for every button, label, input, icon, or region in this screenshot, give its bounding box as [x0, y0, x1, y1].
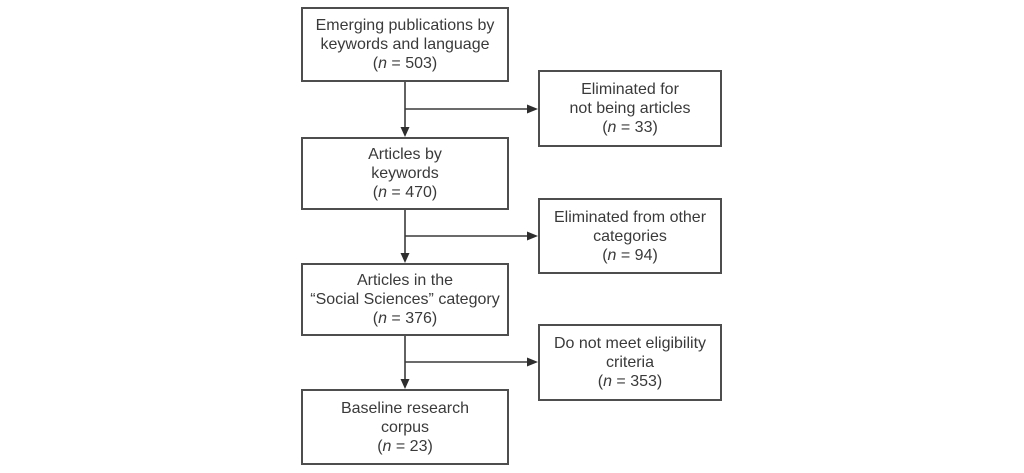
- box-text-line: Eliminated for: [581, 81, 679, 98]
- count-value: = 33): [616, 119, 658, 136]
- count-value: = 94): [616, 246, 658, 264]
- arrowhead-right-2: [527, 231, 538, 241]
- count-value: = 376): [386, 310, 438, 327]
- box-text-line: keywords and language: [320, 36, 490, 53]
- count-open-paren: (: [372, 310, 379, 327]
- arrowhead-right-3: [527, 357, 538, 367]
- box-text-line: keywords: [371, 165, 439, 182]
- box-text-line: Do not meet eligibility: [553, 335, 707, 352]
- flow-box-eliminated-other-categories: Eliminated from other categories (n = 94…: [538, 198, 722, 274]
- count-value: = 503): [386, 55, 438, 72]
- box-text-line: Eliminated from other: [553, 208, 707, 226]
- count-value: = 470): [386, 184, 438, 201]
- count-label: (n = 376): [373, 309, 438, 328]
- box-text-line: Baseline research: [340, 399, 470, 417]
- arrowhead-right-1: [527, 104, 538, 114]
- flow-box-baseline-corpus: Baseline research corpus (n = 23): [301, 389, 509, 465]
- count-n-italic: n: [607, 246, 617, 264]
- count-n-italic: n: [378, 184, 387, 201]
- flow-box-articles-by-keywords: Articles by keywords (n = 470): [301, 137, 509, 210]
- count-open-paren: (: [377, 437, 383, 455]
- arrowhead-down-2: [400, 253, 410, 263]
- count-label: (n = 23): [377, 437, 433, 456]
- count-n-italic: n: [607, 119, 617, 136]
- arrowhead-down-3: [400, 379, 410, 389]
- count-label: (n = 33): [602, 118, 658, 137]
- box-text-line: “Social Sciences” category: [310, 291, 500, 308]
- count-open-paren: (: [602, 246, 608, 264]
- count-label: (n = 94): [602, 246, 658, 265]
- count-label: (n = 503): [373, 54, 438, 73]
- flow-box-social-sciences-category: Articles in the “Social Sciences” catego…: [301, 263, 509, 336]
- flow-box-not-eligible: Do not meet eligibility criteria (n = 35…: [538, 324, 722, 401]
- box-text-line: categories: [593, 227, 667, 245]
- count-n-italic: n: [603, 373, 612, 390]
- arrowhead-down-1: [400, 127, 410, 137]
- count-open-paren: (: [602, 119, 608, 136]
- box-text-line: criteria: [605, 354, 654, 371]
- count-value: = 353): [611, 373, 663, 390]
- count-value: = 23): [391, 437, 433, 455]
- count-n-italic: n: [378, 310, 387, 327]
- box-text-line: Articles in the: [356, 272, 454, 289]
- count-open-paren: (: [597, 373, 604, 390]
- count-label: (n = 353): [598, 372, 663, 391]
- box-text-line: not being articles: [569, 100, 691, 117]
- flow-box-emerging-publications: Emerging publications by keywords and la…: [301, 7, 509, 82]
- count-open-paren: (: [372, 184, 379, 201]
- box-text-line: Articles by: [368, 146, 442, 163]
- count-n-italic: n: [378, 55, 387, 72]
- box-text-line: Emerging publications by: [315, 17, 495, 34]
- flow-box-eliminated-not-articles: Eliminated for not being articles (n = 3…: [538, 70, 722, 147]
- count-open-paren: (: [372, 55, 379, 72]
- box-text-line: corpus: [380, 418, 430, 436]
- count-label: (n = 470): [373, 183, 438, 202]
- count-n-italic: n: [382, 437, 392, 455]
